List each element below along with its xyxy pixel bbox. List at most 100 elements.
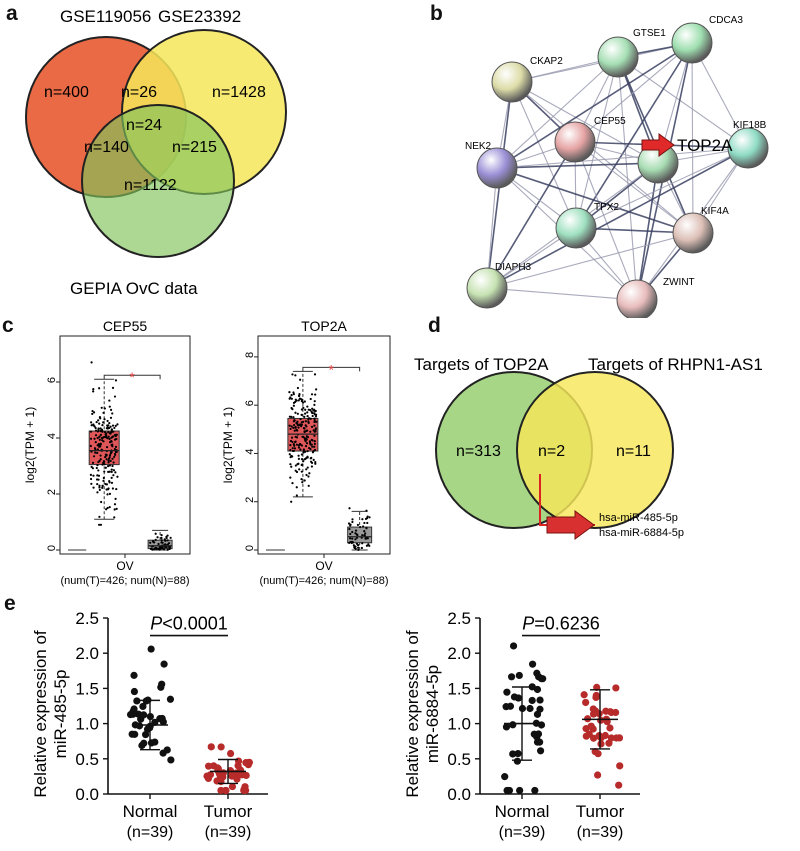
tumor-point (113, 426, 116, 430)
data-point-normal (533, 710, 542, 718)
tumor-point (107, 470, 110, 473)
data-point-normal (536, 747, 545, 755)
tumor-point (93, 437, 96, 440)
tumor-point (295, 470, 299, 474)
data-point-tumor (234, 757, 243, 765)
tumor-point (294, 464, 297, 467)
tumor-point (311, 439, 314, 442)
data-point-normal (502, 703, 510, 711)
tumor-point (313, 440, 316, 443)
data-point-normal (536, 696, 544, 704)
normal-point (348, 527, 351, 531)
tumor-point (290, 436, 294, 439)
tumor-point (105, 483, 108, 486)
tumor-point (90, 482, 93, 485)
normal-point (160, 539, 163, 542)
data-point-normal (147, 645, 155, 653)
normal-point (356, 523, 360, 527)
network-edge (486, 147, 749, 289)
tumor-point (288, 453, 291, 456)
tumor-point (304, 420, 307, 423)
tumor-point (296, 422, 299, 425)
tumor-point (116, 475, 119, 478)
tumor-point (293, 429, 296, 432)
tumor-point (113, 503, 117, 506)
target-mirna-2: hsa-miR-6884-5p (599, 527, 684, 539)
tumor-point (314, 430, 317, 433)
tumor-point (92, 390, 95, 393)
data-point-normal (503, 688, 511, 696)
network-edge (574, 141, 638, 301)
normal-point (361, 534, 364, 537)
tumor-point (96, 436, 99, 440)
normal-point (351, 520, 354, 524)
tumor-point (300, 470, 303, 473)
tumor-point (310, 461, 314, 464)
normal-point (359, 525, 362, 529)
tumor-point (109, 459, 112, 463)
tumor-point (104, 433, 107, 436)
tumor-point (103, 418, 106, 421)
data-point-normal (530, 730, 538, 738)
network-edge (486, 232, 694, 289)
tumor-point (289, 476, 292, 479)
tumor-point (111, 424, 115, 427)
normal-point (352, 544, 355, 547)
tumor-point (108, 506, 111, 509)
tumor-point (307, 421, 310, 424)
panel-label-c: c (2, 314, 14, 337)
normal-point (363, 521, 366, 525)
tumor-point (103, 407, 106, 410)
y-tick-label: 2 (244, 497, 256, 503)
data-point-tumor (615, 781, 623, 789)
normal-point (354, 532, 357, 535)
network-edge (575, 42, 693, 229)
tumor-point (309, 397, 312, 401)
normal-point (349, 540, 352, 544)
tumor-point (102, 440, 105, 443)
data-point-tumor (228, 772, 236, 780)
tumor-point (94, 434, 98, 437)
tumor-point (304, 408, 307, 411)
tumor-point (111, 457, 114, 460)
y-tick-label: 2.5 (75, 609, 99, 628)
tumor-point (108, 437, 111, 441)
y-axis-label: log2(TPM + 1) (23, 407, 37, 483)
venn-count-i23: n=215 (172, 139, 217, 156)
normal-point (165, 546, 168, 549)
target-mirna-1: hsa-miR-485-5p (599, 512, 678, 524)
significance-star: * (129, 369, 135, 385)
tumor-point (109, 416, 113, 419)
tumor-point (305, 435, 309, 438)
tumor-point (295, 429, 298, 432)
venn-count-only1: n=400 (44, 84, 89, 101)
tumor-point (108, 405, 111, 408)
tumor-point (309, 457, 312, 460)
data-point-tumor (222, 786, 230, 795)
data-point-normal (166, 695, 175, 703)
tumor-point (110, 481, 114, 484)
y-tick-label: 0.5 (447, 750, 471, 769)
venn-d-right-count: n=11 (616, 443, 651, 460)
y-tick-label: 2.0 (75, 644, 99, 663)
venn-circle-rhpn1-targets (516, 371, 674, 529)
tumor-point (313, 445, 316, 448)
tumor-point (308, 441, 312, 444)
tumor-point (113, 455, 116, 458)
tumor-point (309, 430, 312, 433)
tumor-point (306, 456, 309, 459)
panel-label-a: a (6, 2, 18, 25)
tumor-point (100, 406, 103, 409)
normal-point (365, 509, 368, 512)
tumor-point (306, 450, 309, 453)
panel-d: d Targets of TOP2A Targets of RHPN1-AS1 … (400, 314, 800, 590)
tumor-point (297, 454, 300, 457)
tumor-point (102, 476, 105, 480)
tumor-point (108, 479, 111, 483)
tumor-point (107, 461, 110, 464)
data-point-tumor (204, 762, 213, 770)
tumor-point (108, 464, 112, 467)
y-tick-label: 1.0 (75, 715, 99, 734)
data-point-normal (509, 642, 518, 650)
